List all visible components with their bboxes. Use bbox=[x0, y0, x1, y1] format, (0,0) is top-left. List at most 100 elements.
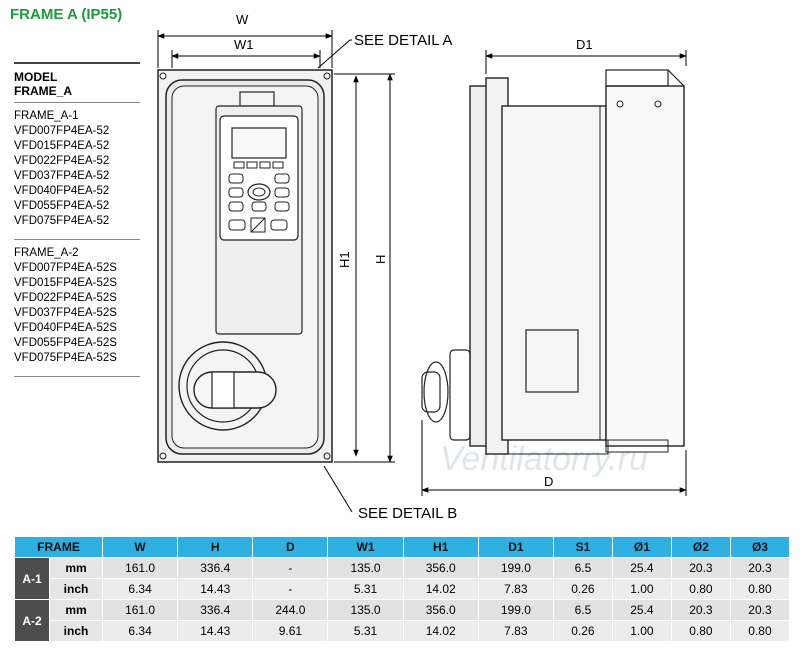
column-header: Ø2 bbox=[670, 536, 731, 558]
divider bbox=[14, 101, 140, 103]
model-item: VFD040FP4EA-52 bbox=[14, 184, 110, 197]
table-cell: 161.0 bbox=[101, 557, 179, 579]
table-cell: 14.02 bbox=[402, 578, 479, 600]
d-label: D bbox=[544, 474, 553, 489]
table-cell: 199.0 bbox=[477, 557, 554, 579]
mount-hole bbox=[323, 452, 331, 460]
model-item: VFD037FP4EA-52 bbox=[14, 169, 110, 182]
unit-cell: mm bbox=[49, 557, 103, 579]
table-cell: 20.3 bbox=[670, 557, 731, 579]
column-header: Ø3 bbox=[729, 536, 791, 558]
table-cell: 0.80 bbox=[729, 620, 791, 642]
table-cell: 14.43 bbox=[177, 578, 254, 600]
column-header: D1 bbox=[477, 536, 554, 558]
header-rule bbox=[14, 62, 140, 64]
side-dimensions bbox=[421, 50, 687, 496]
table-row: inch 6.34 14.43 9.61 5.31 14.02 7.83 0.2… bbox=[15, 620, 791, 642]
table-cell: 0.80 bbox=[670, 620, 731, 642]
table-cell: 0.26 bbox=[552, 620, 613, 642]
table-cell: - bbox=[252, 557, 329, 579]
model-item: VFD055FP4EA-52 bbox=[14, 199, 110, 212]
table-row: A-1 mm 161.0 336.4 - 135.0 356.0 199.0 6… bbox=[14, 557, 791, 600]
table-cell: 6.34 bbox=[101, 620, 179, 642]
group-a2-list: FRAME_A-2 VFD007FP4EA-52S VFD015FP4EA-52… bbox=[14, 246, 140, 366]
column-header: FRAME bbox=[14, 536, 103, 558]
table-cell: 20.3 bbox=[670, 599, 731, 621]
table-cell: 6.5 bbox=[552, 599, 613, 621]
side-view bbox=[421, 69, 685, 455]
model-item: VFD007FP4EA-52 bbox=[14, 124, 110, 137]
model-header: MODEL bbox=[14, 69, 58, 84]
d1-label: D1 bbox=[576, 37, 593, 52]
unit-cell: mm bbox=[49, 599, 103, 621]
table-cell: 5.31 bbox=[327, 578, 404, 600]
table-cell: 135.0 bbox=[327, 599, 404, 621]
model-item: VFD040FP4EA-52S bbox=[14, 321, 117, 334]
table-cell: 5.31 bbox=[327, 620, 404, 642]
model-item: VFD022FP4EA-52S bbox=[14, 291, 117, 304]
model-list-block: MODEL FRAME_A FRAME_A-1 VFD007FP4EA-52 V… bbox=[14, 62, 140, 383]
front-dimensions bbox=[157, 30, 395, 513]
table-cell: 0.26 bbox=[552, 578, 613, 600]
model-item: VFD015FP4EA-52S bbox=[14, 276, 117, 289]
h1-label: H1 bbox=[337, 251, 352, 268]
table-cell: 25.4 bbox=[611, 599, 672, 621]
group-name: FRAME_A-1 bbox=[14, 109, 79, 122]
column-header: D bbox=[252, 536, 329, 558]
table-cell: 9.61 bbox=[252, 620, 329, 642]
table-cell: 6.34 bbox=[101, 578, 179, 600]
see-detail-b-callout: SEE DETAIL B bbox=[358, 505, 457, 522]
table-cell: - bbox=[252, 578, 329, 600]
column-header: W1 bbox=[327, 536, 404, 558]
table-cell: 25.4 bbox=[611, 557, 672, 579]
frame-cell: A-2 bbox=[14, 599, 50, 642]
column-header: H1 bbox=[402, 536, 479, 558]
table-header-row: FRAME W H D W1 H1 D1 S1 Ø1 Ø2 Ø3 bbox=[14, 536, 791, 558]
keypad-display bbox=[231, 127, 287, 159]
table-cell: 356.0 bbox=[402, 599, 479, 621]
table-cell: 20.3 bbox=[729, 557, 791, 579]
h-label: H bbox=[373, 255, 388, 264]
table-cell: 244.0 bbox=[252, 599, 329, 621]
column-header: H bbox=[177, 536, 254, 558]
divider bbox=[14, 375, 140, 377]
model-item: VFD055FP4EA-52S bbox=[14, 336, 117, 349]
table-cell: 199.0 bbox=[477, 599, 554, 621]
table-cell: 336.4 bbox=[177, 557, 254, 579]
table-cell: 1.00 bbox=[611, 578, 672, 600]
table-cell: 7.83 bbox=[477, 620, 554, 642]
table-row: A-2 mm 161.0 336.4 244.0 135.0 356.0 199… bbox=[14, 599, 791, 642]
mount-hole bbox=[159, 72, 167, 80]
table-cell: 1.00 bbox=[611, 620, 672, 642]
frame-title: FRAME A (IP55) bbox=[10, 6, 123, 23]
table-cell: 336.4 bbox=[177, 599, 254, 621]
table-cell: 7.83 bbox=[477, 578, 554, 600]
model-item: VFD007FP4EA-52S bbox=[14, 261, 117, 274]
mount-hole bbox=[159, 452, 167, 460]
front-view bbox=[157, 69, 333, 463]
w1-label: W1 bbox=[234, 37, 254, 52]
table-cell: 356.0 bbox=[402, 557, 479, 579]
table-cell: 14.43 bbox=[177, 620, 254, 642]
model-item: VFD022FP4EA-52 bbox=[14, 154, 110, 167]
see-detail-a-callout: SEE DETAIL A bbox=[354, 32, 452, 49]
table-cell: 6.5 bbox=[552, 557, 613, 579]
table-row: inch 6.34 14.43 - 5.31 14.02 7.83 0.26 1… bbox=[15, 578, 791, 600]
column-header: W bbox=[101, 536, 179, 558]
frame-cell: A-1 bbox=[14, 557, 50, 600]
model-item: VFD075FP4EA-52 bbox=[14, 214, 110, 227]
table-cell: 20.3 bbox=[729, 599, 791, 621]
unit-cell: inch bbox=[49, 620, 103, 642]
table-cell: 0.80 bbox=[670, 578, 731, 600]
group-a1-list: FRAME_A-1 VFD007FP4EA-52 VFD015FP4EA-52 … bbox=[14, 109, 140, 229]
frame-header: FRAME_A bbox=[14, 83, 73, 98]
table-cell: 161.0 bbox=[101, 599, 179, 621]
technical-drawing: Ventilatorry.ru bbox=[157, 12, 687, 522]
w-label: W bbox=[236, 12, 249, 27]
side-label-plate bbox=[525, 329, 579, 393]
dimensions-table: FRAME W H D W1 H1 D1 S1 Ø1 Ø2 Ø3 A-1 mm … bbox=[14, 536, 791, 642]
mount-hole bbox=[323, 72, 331, 80]
group-name: FRAME_A-2 bbox=[14, 246, 79, 259]
model-item: VFD015FP4EA-52 bbox=[14, 139, 110, 152]
divider bbox=[14, 238, 140, 240]
